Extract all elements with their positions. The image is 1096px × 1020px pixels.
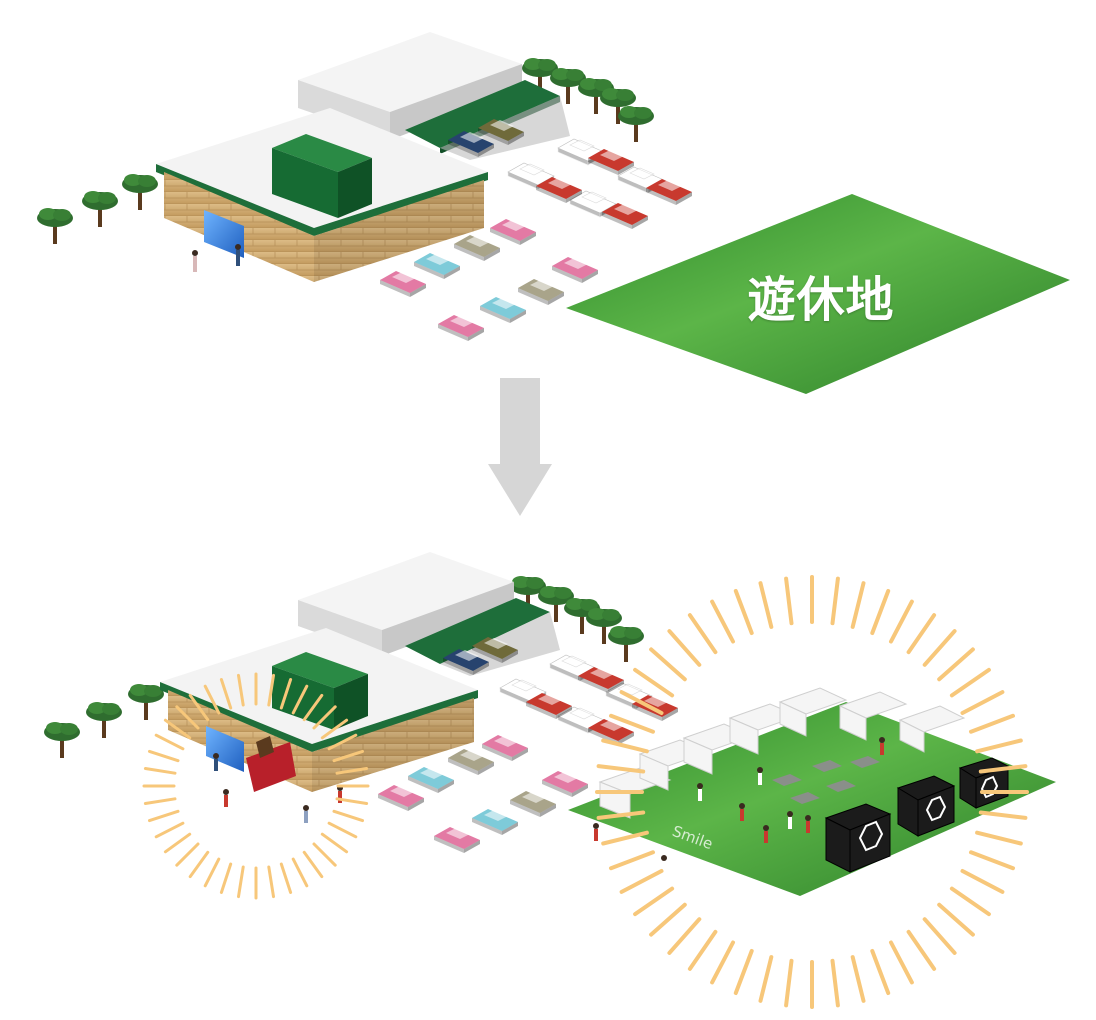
glow-ray (609, 850, 655, 871)
glow-ray (237, 865, 245, 899)
glow-ray (784, 576, 794, 626)
glow-ray (687, 929, 718, 971)
glow-ray (784, 958, 794, 1008)
glow-ray (148, 749, 180, 763)
highlight-rays-left (142, 672, 370, 900)
glow-ray (830, 576, 840, 626)
glow-ray (154, 733, 185, 751)
glow-ray (687, 613, 718, 655)
glow-ray (175, 842, 200, 867)
glow-ray (733, 949, 754, 995)
glow-ray (267, 673, 275, 707)
glow-ray (758, 955, 774, 1003)
glow-ray (163, 718, 192, 740)
highlight-rays-right (595, 575, 1029, 1009)
glow-ray (291, 857, 309, 888)
glow-ray (154, 821, 185, 839)
idle-lot (566, 194, 1070, 394)
glow-ray (889, 940, 914, 985)
glow-ray (922, 629, 957, 667)
glow-ray (203, 684, 221, 715)
glow-ray (601, 738, 649, 754)
idle-lot-label: 遊休地 (747, 272, 895, 328)
glow-ray (163, 832, 192, 854)
glow-ray (649, 902, 687, 937)
glow-ray (710, 599, 735, 644)
glow-ray (332, 749, 364, 763)
after-scene (44, 552, 1056, 896)
glow-ray (596, 764, 646, 774)
glow-ray (312, 842, 337, 867)
glow-ray (937, 647, 975, 682)
glow-ray (596, 810, 646, 820)
glow-ray (279, 862, 293, 894)
glow-ray (203, 857, 221, 888)
glow-ray (830, 958, 840, 1008)
glow-ray (302, 850, 324, 879)
glow-ray (320, 832, 349, 854)
glow-ray (601, 830, 649, 846)
glow-ray (267, 865, 275, 899)
glow-ray (937, 902, 975, 937)
glow-ray (850, 581, 866, 629)
glow-ray (312, 705, 337, 730)
glow-ray (975, 738, 1023, 754)
glow-ray (291, 684, 309, 715)
glow-ray (188, 693, 210, 722)
glow-ray (969, 850, 1015, 871)
glow-ray (609, 713, 655, 734)
glow-ray (667, 629, 702, 667)
glow-ray (143, 797, 177, 805)
glow-ray (279, 678, 293, 710)
glow-ray (148, 809, 180, 823)
glow-ray (302, 693, 324, 722)
glow-ray (978, 810, 1028, 820)
glow-ray (906, 929, 937, 971)
glow-ray (619, 690, 664, 715)
glow-ray (219, 678, 233, 710)
glow-ray (978, 764, 1028, 774)
glow-ray (758, 581, 774, 629)
glow-ray (710, 940, 735, 985)
glow-ray (969, 713, 1015, 734)
glow-ray (237, 673, 245, 707)
glow-ray (949, 667, 991, 698)
glow-ray (188, 850, 210, 879)
glow-ray (975, 830, 1023, 846)
before-scene (37, 32, 1070, 394)
glow-ray (633, 667, 675, 698)
glow-ray (850, 955, 866, 1003)
glow-ray (335, 797, 369, 805)
glow-ray (949, 886, 991, 917)
glow-ray (733, 589, 754, 635)
glow-ray (175, 705, 200, 730)
glow-ray (332, 809, 364, 823)
glow-ray (327, 821, 358, 839)
glow-ray (649, 647, 687, 682)
glow-ray (889, 599, 914, 644)
glow-ray (619, 869, 664, 894)
glow-ray (922, 917, 957, 955)
glow-ray (960, 690, 1005, 715)
glow-ray (327, 733, 358, 751)
down-arrow-icon (488, 378, 552, 516)
glow-ray (960, 869, 1005, 894)
glow-ray (219, 862, 233, 894)
glow-ray (667, 917, 702, 955)
glow-ray (870, 589, 891, 635)
glow-ray (143, 767, 177, 775)
glow-ray (906, 613, 937, 655)
glow-ray (870, 949, 891, 995)
glow-ray (335, 767, 369, 775)
glow-ray (320, 718, 349, 740)
glow-ray (633, 886, 675, 917)
